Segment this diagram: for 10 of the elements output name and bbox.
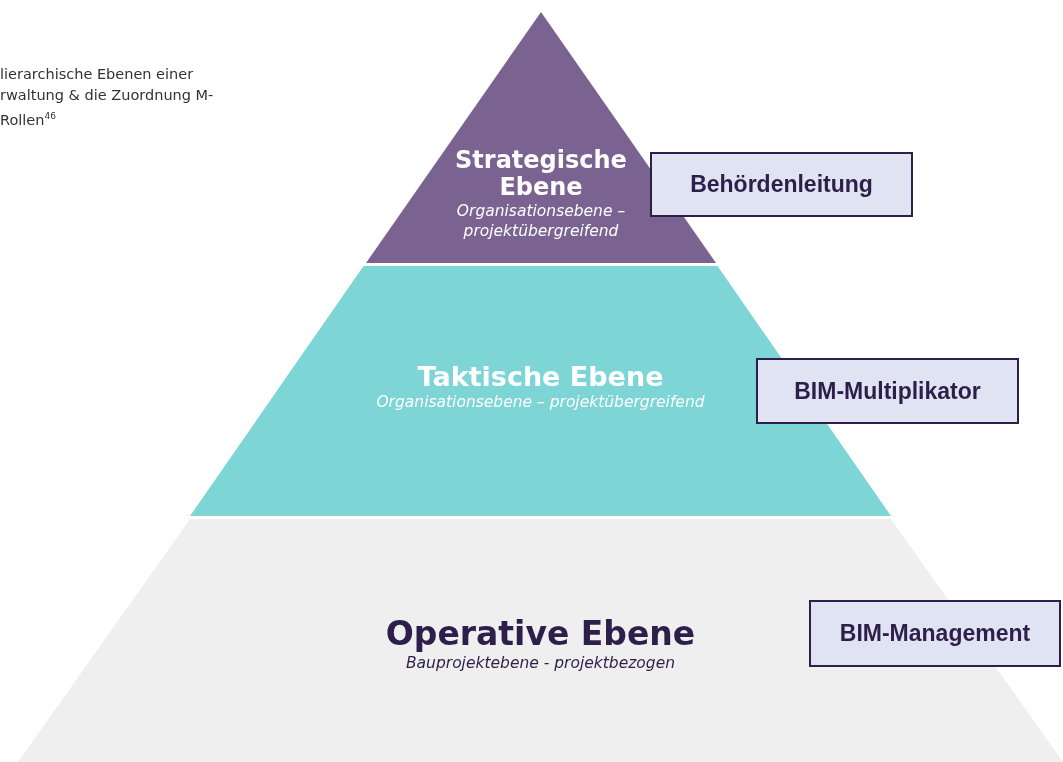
role-box: Behördenleitung (650, 152, 913, 217)
tier-title: Strategische Ebene (454, 147, 628, 201)
tier-subtitle: Bauprojektebene - projektbezogen (404, 652, 677, 674)
tier-title: Taktische Ebene (416, 362, 665, 393)
tier-title: Operative Ebene (384, 616, 697, 653)
pyramid-tier (18, 519, 1063, 762)
role-box: BIM-Multiplikator (756, 358, 1019, 424)
figure-caption: lierarchische Ebenen einer rwaltung & die Zuordnung M-Rollen$^{46}$ (0, 65, 215, 130)
tier-subtitle: Organisationsebene – projektübergreifend (455, 200, 627, 242)
tier-subtitle: Organisationsebene – projektübergreifend (375, 392, 706, 413)
